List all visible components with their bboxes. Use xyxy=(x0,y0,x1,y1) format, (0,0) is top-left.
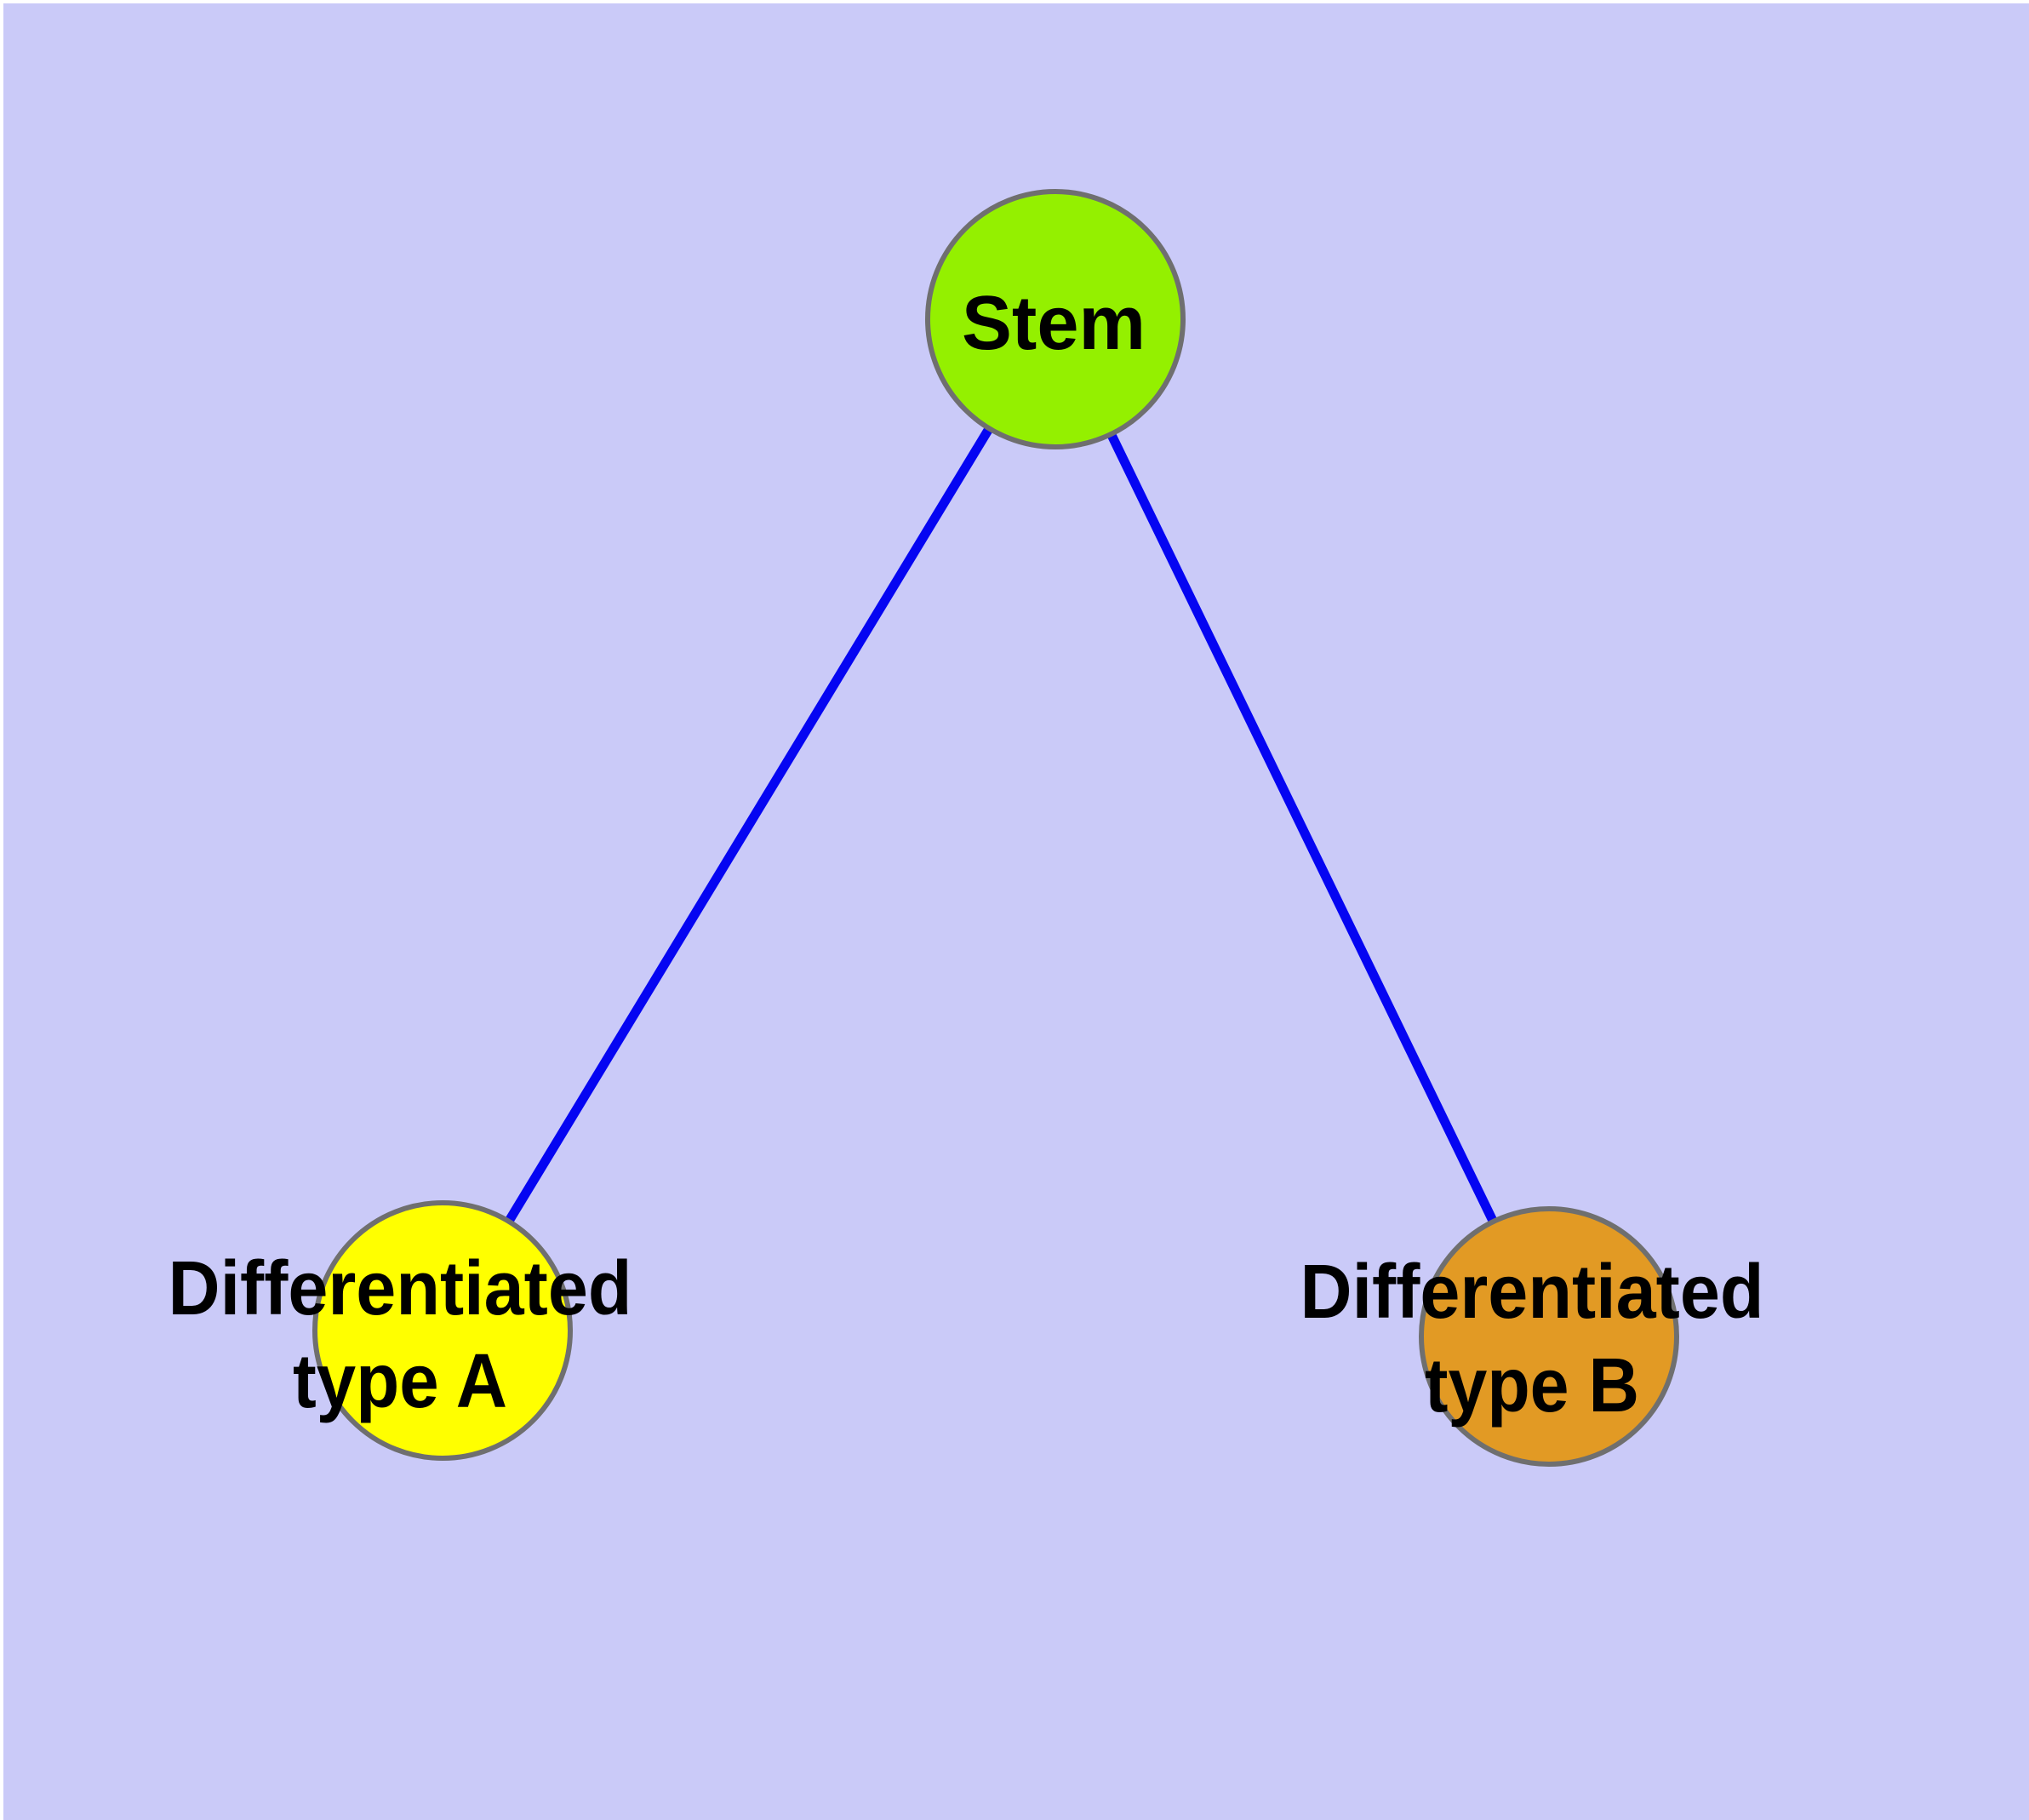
node-label-typeA-line1: Differentiated xyxy=(169,1246,632,1331)
node-typeB xyxy=(1419,1206,1679,1467)
node-label-typeB-line1: Differentiated xyxy=(1300,1250,1764,1335)
edge-stem-typeA xyxy=(438,317,1060,1333)
node-label-typeB-line2: type B xyxy=(1425,1343,1639,1428)
node-stem xyxy=(925,189,1186,449)
node-label-stem-line1: Stem xyxy=(962,281,1146,366)
node-label-typeA-line2: type A xyxy=(293,1339,507,1424)
edge-stem-typeB xyxy=(1051,317,1553,1339)
node-typeA xyxy=(312,1200,573,1461)
